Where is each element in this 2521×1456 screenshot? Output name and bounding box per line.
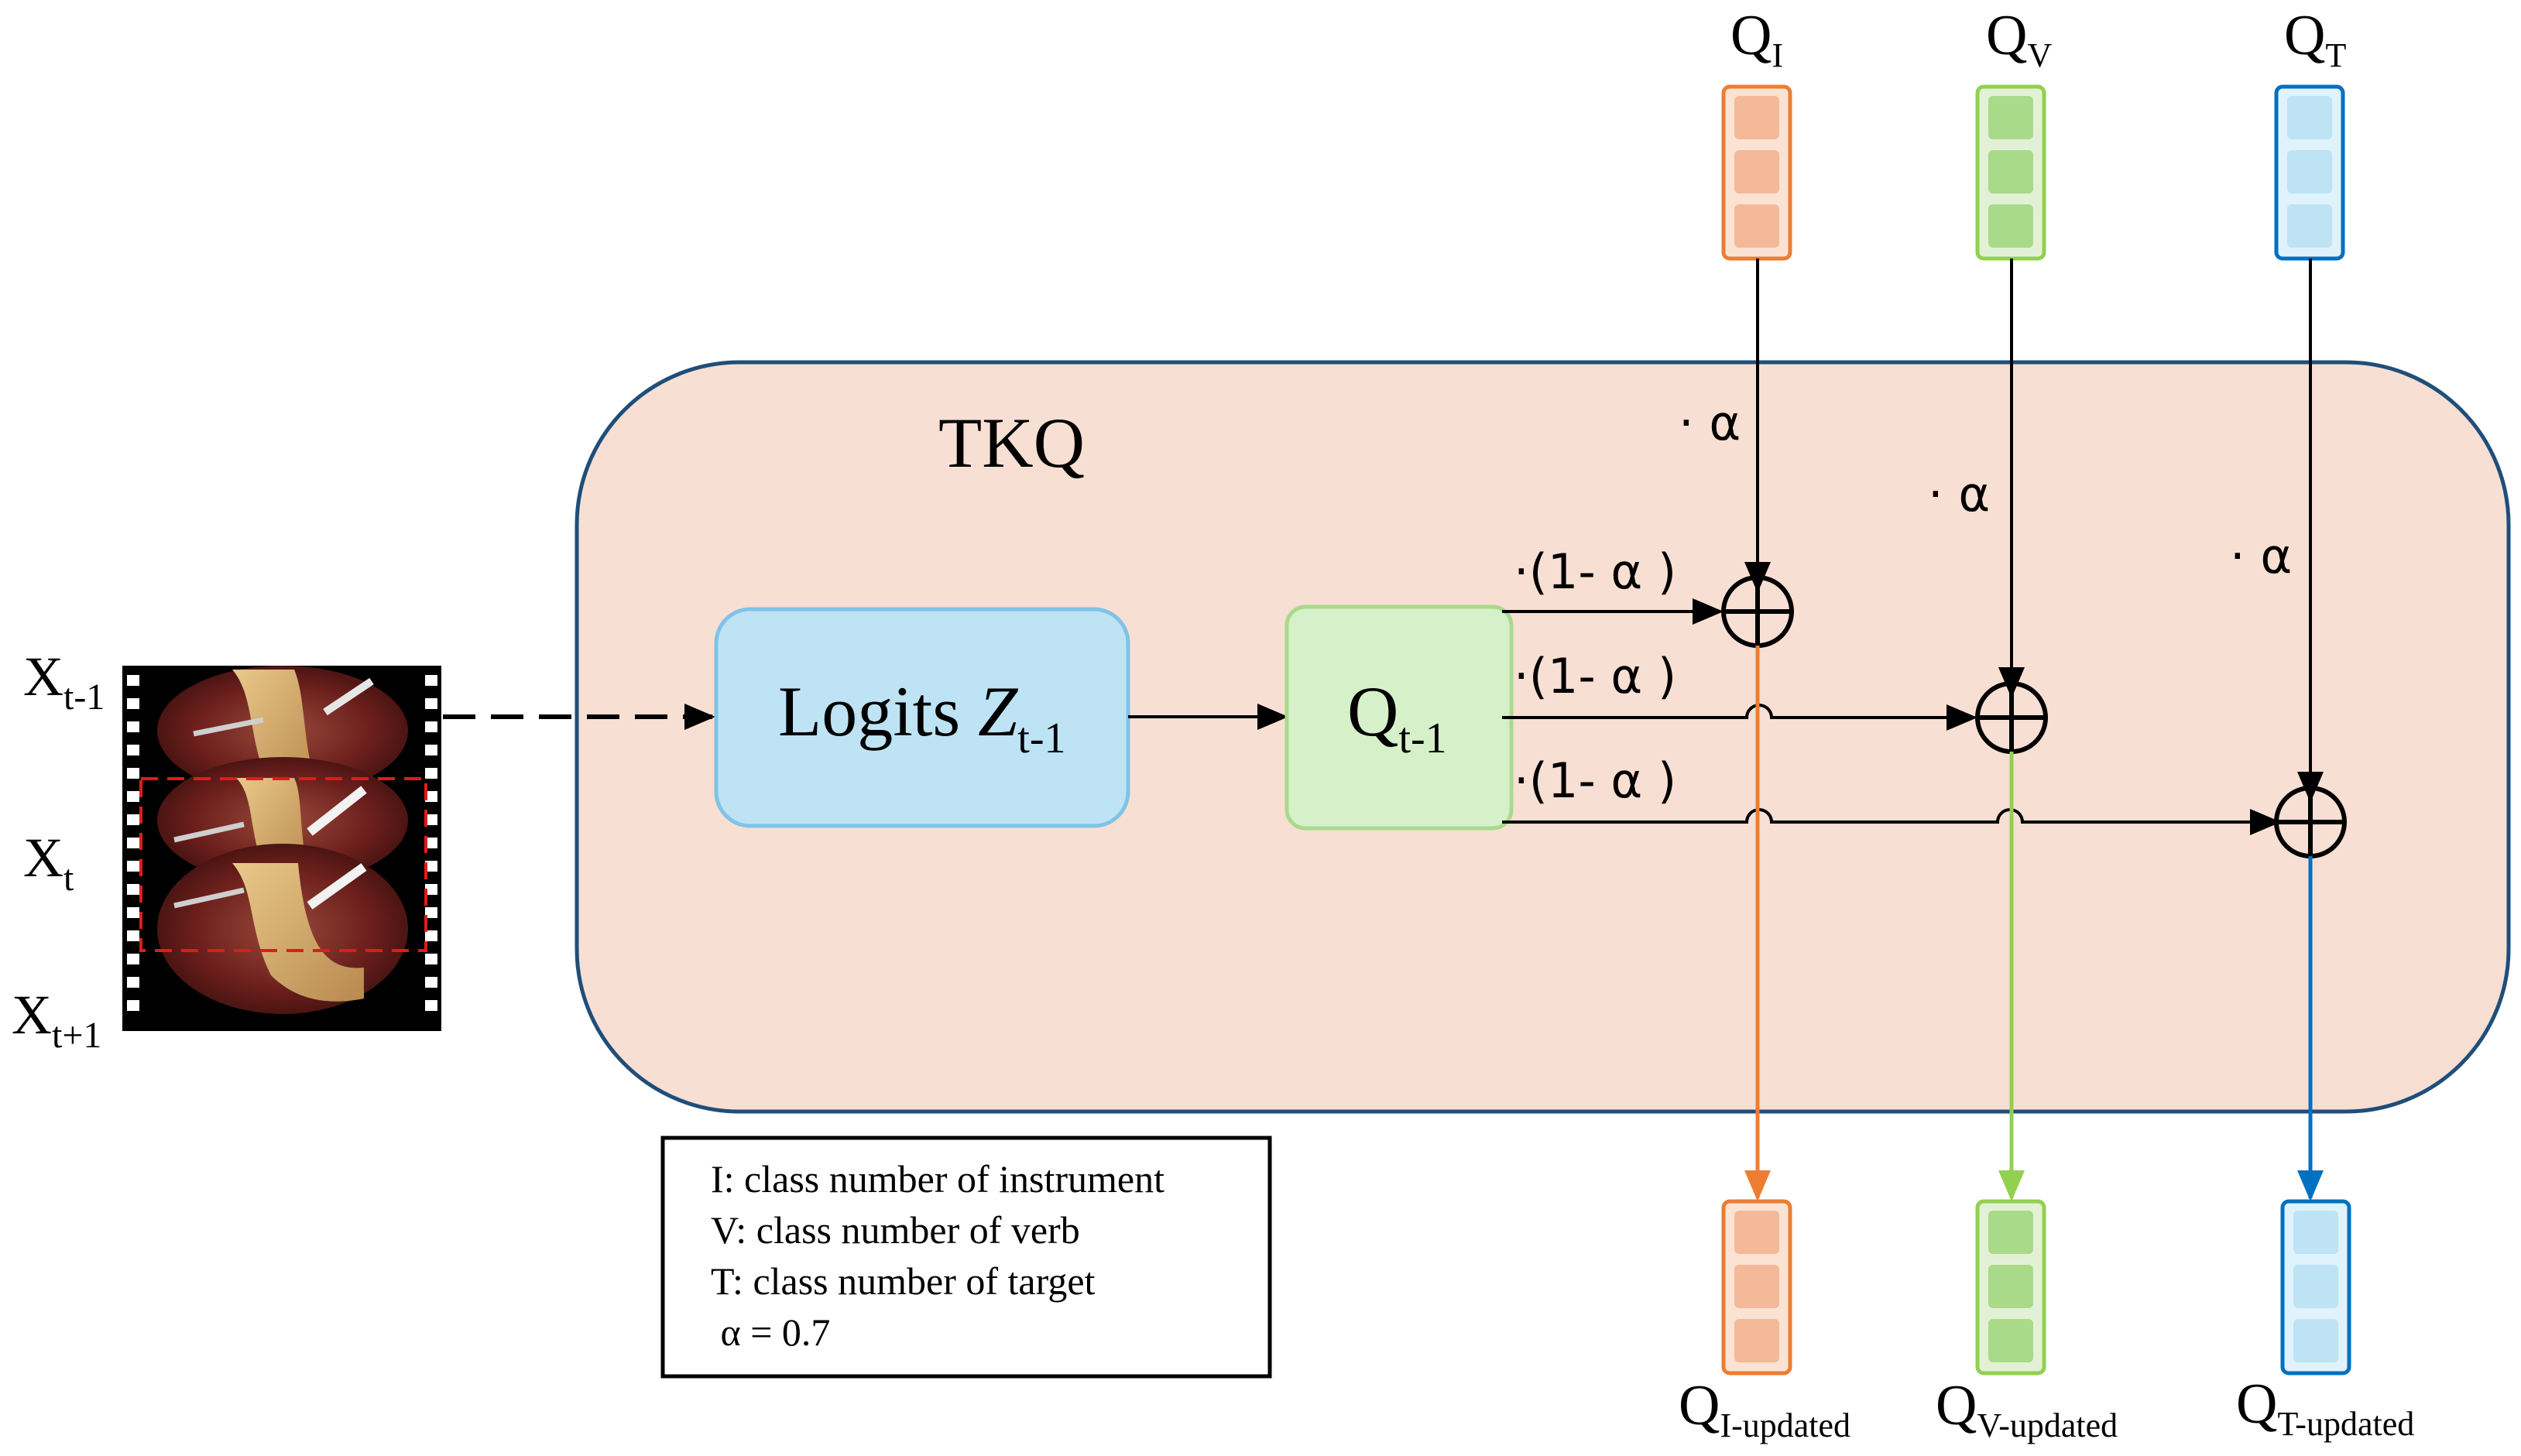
tkq-module: [575, 360, 2511, 1114]
current-frame-highlight: [139, 777, 427, 952]
label-x-t-minus-1: Xt-1: [23, 646, 105, 718]
query-output-label-i: QI-updated: [1679, 1374, 1850, 1444]
one-minus-alpha-label-t: ·(1- α ): [1514, 752, 1676, 809]
one-minus-alpha-label-v: ·(1- α ): [1514, 648, 1676, 704]
qprev-to-combiner-t: [1502, 808, 2281, 835]
query-column-v: QV · α QV-updated: [1928, 4, 2118, 1444]
module-title: TKQ: [938, 403, 1085, 482]
query-output-label-t: QT-updated: [2236, 1372, 2414, 1443]
query-input-label-i: QI: [1730, 4, 1783, 74]
legend-line-verb: V: class number of verb: [711, 1208, 1080, 1252]
query-input-label-t: QT: [2284, 4, 2346, 74]
film-sprocket-holes: [127, 675, 437, 1011]
label-x-t-plus-1: Xt+1: [12, 984, 101, 1056]
one-minus-alpha-label-i: ·(1- α ): [1514, 543, 1676, 600]
legend-line-instrument: I: class number of instrument: [711, 1157, 1164, 1201]
alpha-label-v: · α: [1928, 466, 1990, 522]
video-film-strip: [122, 666, 441, 1031]
label-x-t: Xt: [23, 827, 74, 899]
legend-box: I: class number of instrument V: class n…: [660, 1136, 1272, 1379]
query-output-label-v: QV-updated: [1936, 1374, 2118, 1444]
query-input-label-v: QV: [1986, 4, 2052, 74]
query-column-t: QT · α QT-updated: [2230, 4, 2414, 1443]
legend-line-target: T: class number of target: [711, 1259, 1096, 1303]
query-column-i: QI · α QI-updated: [1679, 4, 1850, 1444]
frame-t-plus-1: [157, 844, 408, 1014]
logits-label: Logits Zt-1: [778, 672, 1066, 762]
q-prev-label: Qt-1: [1347, 672, 1447, 762]
alpha-label-t: · α: [2230, 528, 2292, 584]
alpha-label-i: · α: [1679, 395, 1741, 451]
legend-line-alpha: α = 0.7: [711, 1310, 830, 1354]
